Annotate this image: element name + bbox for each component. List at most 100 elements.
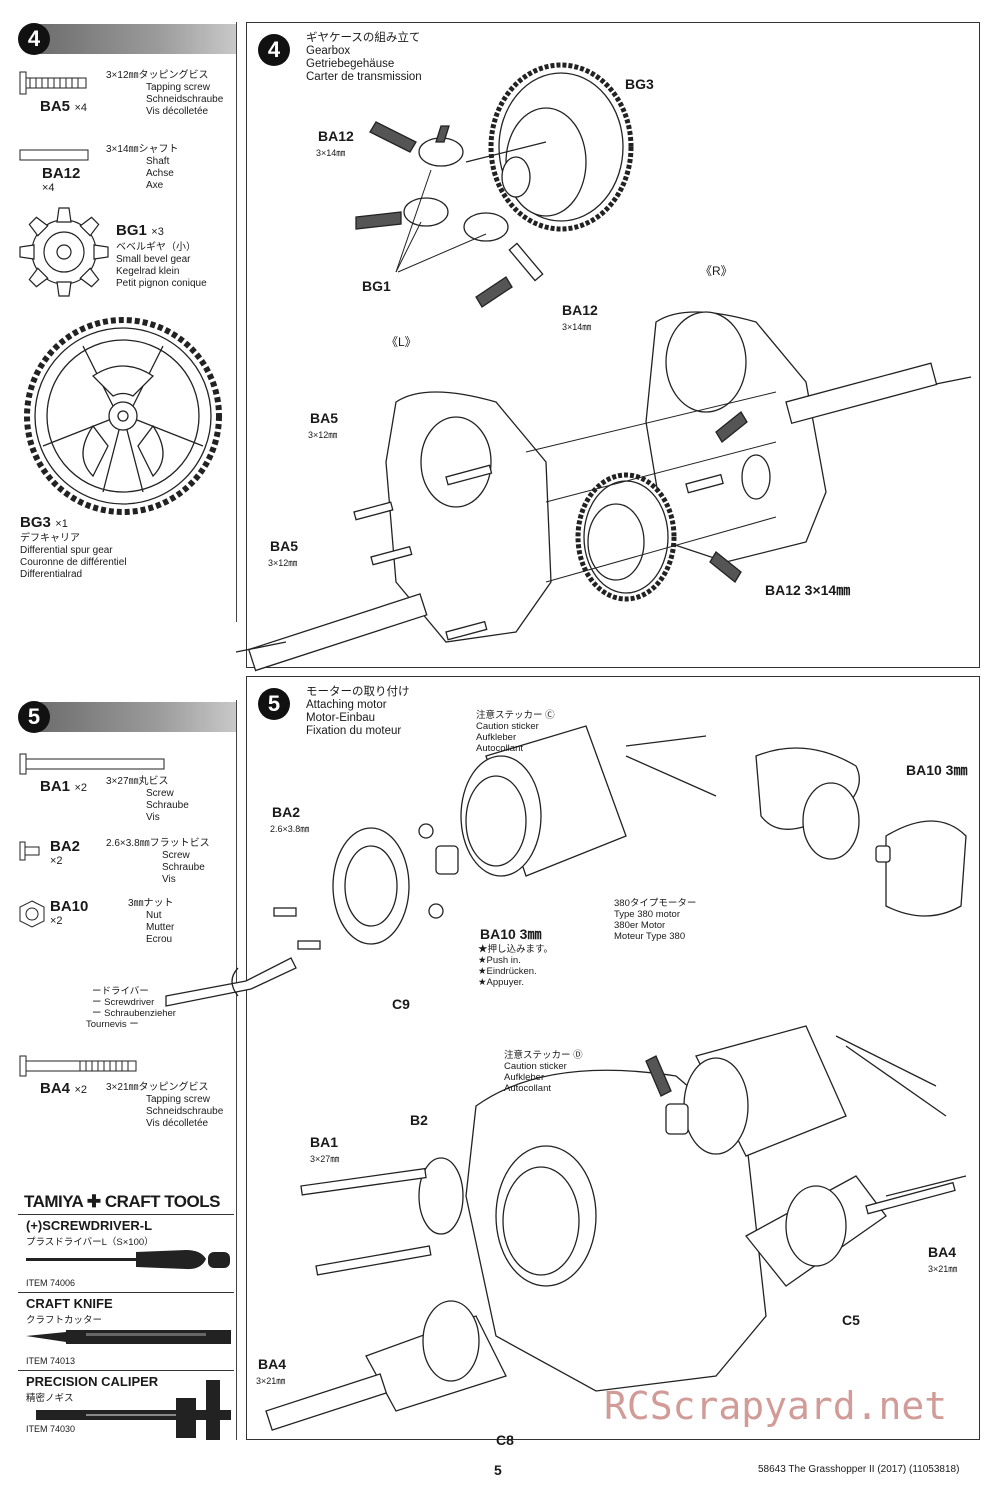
desc-line: Schraube (162, 862, 205, 873)
desc-line: Petit pignon conique (116, 278, 207, 289)
step4-title: ギヤケースの組み立て Gearbox Getriebegehäuse Carte… (306, 32, 422, 84)
step4-number: 4 (18, 23, 50, 55)
title-line: Fixation du moteur (306, 725, 402, 737)
desc-line: Schraube (146, 800, 189, 811)
label-ba4-b: BA4 (258, 1356, 287, 1372)
ba4-screw-icon (19, 1055, 137, 1077)
part-qty: ×2 (50, 855, 63, 867)
note-line: Caution sticker (504, 1061, 567, 1072)
desc-line: Vis (146, 812, 160, 823)
label-b2: B2 (410, 1112, 428, 1128)
tool-item-caliper: ITEM 74030 (26, 1424, 76, 1434)
title-line: Getriebegehäuse (306, 58, 395, 70)
desc-line: Small bevel gear (116, 254, 191, 265)
tool-jp-knife: クラフトカッター (26, 1315, 103, 1326)
desc-line: Nut (146, 910, 162, 921)
note-line: ー Schraubenzieher (92, 1008, 176, 1019)
label-ba4-a-size: 3×21㎜ (928, 1264, 958, 1274)
label-ba4-b-size: 3×21㎜ (256, 1376, 286, 1386)
ba2-desc: 2.6×3.8㎜フラットビス Screw Schraube Vis (106, 838, 210, 886)
desc-line: 3×27㎜丸ビス (106, 776, 169, 787)
title-line: Motor-Einbau (306, 712, 376, 724)
desc-line: Tapping screw (146, 1094, 210, 1105)
label-ba5-b-size: 3×12㎜ (268, 558, 298, 568)
part-qty: ×2 (74, 782, 88, 794)
tool-item-screwdriver: ITEM 74006 (26, 1278, 76, 1288)
bg1-part: BG1 ×3 (116, 222, 164, 240)
desc-line: Differential spur gear (20, 545, 113, 556)
note-line: ★Eindrücken. (478, 966, 537, 977)
ba2-part: BA2 ×2 (50, 838, 80, 867)
desc-line: Tapping screw (146, 82, 210, 93)
desc-line: Vis (162, 874, 176, 885)
desc-line: デフキャリア (20, 533, 80, 544)
caution-sticker-c-note: 注意ステッカー Ⓒ Caution sticker Aufkleber Auto… (476, 710, 555, 754)
label-ba2: BA2 (272, 804, 301, 820)
ba5-desc: 3×12㎜タッピングビス Tapping screw Schneidschrau… (106, 70, 223, 118)
desc-line: Vis décolletée (146, 1118, 209, 1129)
label-ba10-b: BA10 3㎜ (906, 762, 968, 778)
desc-line: ベベルギヤ（小） (116, 242, 196, 253)
note-line: Tournevis ー (86, 1019, 139, 1030)
label-ba1-size: 3×27㎜ (310, 1154, 340, 1164)
bg1-bevel-gear-icon (19, 207, 109, 297)
label-ba12-c: BA12 3×14㎜ (765, 582, 851, 598)
ba12-shaft-icon (19, 149, 89, 161)
desc-line: Couronne de différentiel (20, 557, 127, 568)
step4-divider (236, 22, 237, 622)
title-line: モーターの取り付け (306, 686, 410, 698)
tool-item-knife: ITEM 74013 (26, 1356, 76, 1366)
tool-jp-caliper: 精密ノギス (26, 1393, 74, 1404)
ba2-screw-icon (19, 841, 40, 861)
ba12-desc: 3×14㎜シャフト Shaft Achse Axe (106, 144, 179, 192)
bg1-desc: ベベルギヤ（小） Small bevel gear Kegelrad klein… (116, 242, 207, 290)
part-code: BA12 (42, 165, 81, 182)
part-code: BG1 (116, 222, 147, 239)
note-line: 注意ステッカー Ⓓ (504, 1050, 583, 1061)
caliper-icon (36, 1380, 231, 1440)
screwdriver-note: ードライバー ー Screwdriver ー Schraubenzieher T… (86, 986, 176, 1030)
desc-line: Screw (162, 850, 190, 861)
label-c8: C8 (496, 1432, 514, 1448)
ba4-part: BA4 ×2 (40, 1080, 87, 1098)
desc-line: Ecrou (146, 934, 173, 945)
craft-knife-icon (26, 1330, 231, 1344)
part-code: BG3 (20, 514, 51, 531)
ba1-part: BA1 ×2 (40, 778, 87, 796)
note-line: 380er Motor (614, 920, 666, 931)
desc-line: 3×14㎜シャフト (106, 144, 179, 155)
part-qty: ×2 (50, 915, 63, 927)
label-r: 《R》 (700, 264, 733, 278)
desc-line: Schneidschraube (146, 1106, 224, 1117)
note-line: Autocollant (476, 743, 524, 754)
step5-title: モーターの取り付け Attaching motor Motor-Einbau F… (306, 686, 410, 738)
note-line: ー Screwdriver (92, 997, 155, 1008)
label-bg1: BG1 (362, 278, 391, 294)
desc-line: 2.6×3.8㎜フラットビス (106, 838, 210, 849)
title-line: ギヤケースの組み立て (306, 32, 421, 44)
document-id: 58643 The Grasshopper II (2017) (1105381… (758, 1464, 960, 1475)
watermark: RCScrapyard.net (604, 1384, 948, 1428)
desc-line: Shaft (146, 156, 170, 167)
desc-line: 3×21㎜タッピングビス (106, 1082, 209, 1093)
desc-line: Schneidschraube (146, 94, 224, 105)
note-line: 380タイプモーター (614, 898, 697, 909)
label-ba5-b: BA5 (270, 538, 299, 554)
label-c5: C5 (842, 1312, 860, 1328)
desc-line: 3×12㎜タッピングビス (106, 70, 209, 81)
part-qty: ×2 (74, 1084, 88, 1096)
tools-separator (18, 1370, 234, 1371)
bg3-desc: デフキャリア Differential spur gear Couronne d… (20, 533, 127, 581)
label-ba12-a: BA12 (318, 128, 354, 144)
note-line: Aufkleber (504, 1072, 545, 1083)
title-line: Gearbox (306, 45, 351, 57)
ba4-desc: 3×21㎜タッピングビス Tapping screw Schneidschrau… (106, 1082, 223, 1130)
label-ba1: BA1 (310, 1134, 339, 1150)
tools-separator (18, 1214, 234, 1215)
label-ba12-a-size: 3×14㎜ (316, 148, 346, 158)
note-line: ードライバー (92, 986, 149, 997)
label-ba4-a: BA4 (928, 1244, 957, 1260)
label-l: 《L》 (386, 335, 417, 349)
push-in-note: ★押し込みます。 ★Push in. ★Eindrücken. ★Appuyer… (478, 944, 553, 988)
note-line: Autocollant (504, 1083, 552, 1094)
